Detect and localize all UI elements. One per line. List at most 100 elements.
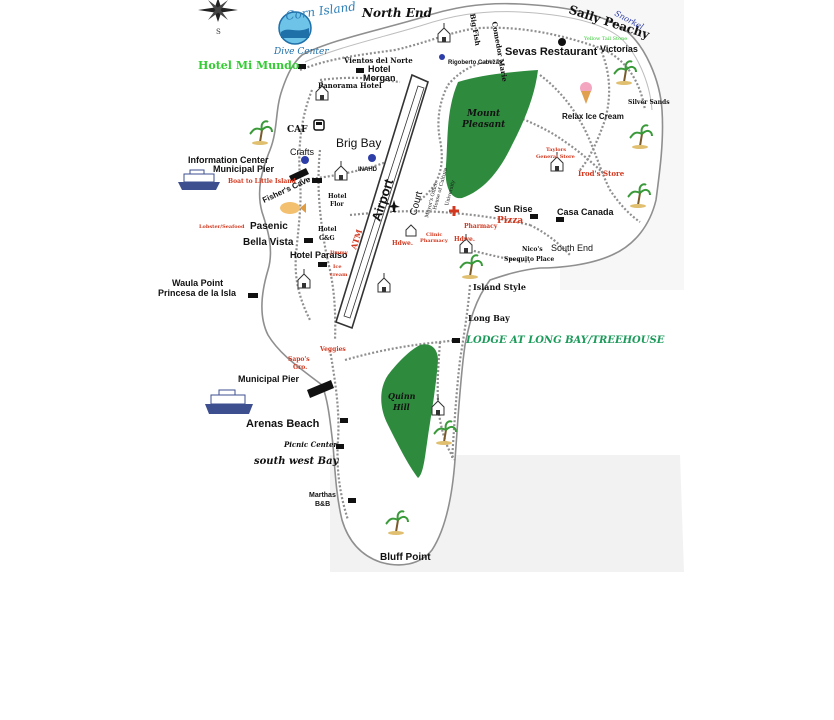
logo-line2: Dive Center [273,47,329,57]
blue-marker [439,54,445,60]
label-muni-pier-n: Municipal Pier [213,164,275,174]
building-marker-icon [298,64,306,69]
church-icon [459,234,473,254]
label-casa-canada: Casa Canada [557,207,615,217]
building-marker-icon [356,68,364,73]
label-hotel-flor-1: Hotel [328,193,347,200]
building-marker-icon [336,444,344,449]
church-icon [550,152,564,172]
label-long-bay: Long Bay [468,313,510,323]
airport-runway [335,73,429,330]
label-crafts: Crafts [290,147,315,157]
label-clinic-2: Pharmacy [420,238,449,244]
label-hotel-mi-mundo: Hotel Mi Mundo [198,59,299,72]
label-muni-pier-s: Municipal Pier [238,374,300,384]
label-bluff: Bluff Point [380,552,431,563]
label-hotel-gg-2: G&G [319,235,335,242]
blue-marker [301,156,309,164]
label-marthas-2: B&B [315,501,330,508]
label-nicos-1: Nico's [522,246,543,253]
building-marker-icon [304,238,313,243]
label-irods: Irod's Store [578,169,625,178]
quinn-hill-area [381,344,438,478]
label-south-end: South End [551,243,593,253]
label-lodge: LODGE AT LONG BAY/TREEHOUSE [465,335,665,346]
label-north-end: North End [361,6,433,20]
label-boat-little: Boat to Little Island [228,178,297,185]
building-marker-icon [558,38,566,46]
building-marker-icon [248,293,258,298]
label-sapos-1: Sapo's [288,356,310,363]
label-clinic-1: Clinic [426,232,442,238]
palm-tree-icon [627,183,651,208]
ship-icon [205,389,253,414]
label-caf: CAF [287,125,308,135]
label-taylors-1: Taylors [546,147,566,153]
label-marthas-1: Marthas [309,492,336,499]
label-sun-rise: Sun Rise [494,204,533,214]
palm-tree-icon [249,120,273,145]
church-icon [297,269,311,289]
label-hdwe-1: Hdwe. [392,240,413,247]
building-marker-icon [452,338,460,343]
church-icon [437,23,451,43]
label-sapos-2: Gro. [293,364,307,371]
label-hotel-morgan-1: Hotel [368,64,391,74]
palm-tree-icon [629,124,653,149]
palm-tree-icon [433,420,457,445]
label-brig-bay: Brig Bay [336,136,381,150]
label-bella-vista: Bella Vista [243,237,294,248]
label-sevas: Sevas Restaurant [505,46,598,58]
label-lobster: Lobster/Seafood [199,224,245,230]
label-yellow-tail: Yellow Tail Stone [583,36,627,42]
label-hotel-paraiso: Hotel Paraiso [290,250,348,260]
fish-icon [280,202,306,214]
label-vientos: Vientos del Norte [343,56,413,65]
label-island-style: Island Style [473,282,526,292]
blue-marker [368,154,376,162]
label-jimmy-2: Ice [333,264,342,270]
church-icon [334,161,348,181]
label-sw-bay: south west Bay [254,456,340,467]
building-marker-icon [312,178,322,183]
label-taylors-2: General Store [536,154,575,160]
label-victorias: Victorias [600,44,638,54]
label-nicos-2: Spequito Place [504,256,554,263]
palm-tree-icon [459,254,483,279]
church-icon [431,396,445,416]
label-hotel-gg-1: Hotel [318,226,337,233]
label-panorama: Panorama Hotel [318,81,382,90]
logo-line1: Corn Island [284,0,357,23]
airplane-icon [388,200,400,212]
label-hotel-morgan-2: Morgan [363,73,396,83]
building-marker-icon [340,418,348,423]
label-jimmy-1: Jimmy [329,250,349,256]
label-pharmacy: Pharmacy [464,223,498,230]
building-marker-icon [348,498,356,503]
label-princesa: Princesa de la Isla [158,288,237,298]
label-pasenic: Pasenic [250,221,288,232]
pier-north [289,168,309,182]
ice-cream-icon [580,82,592,104]
label-info-center: Information Center [188,155,269,165]
label-picnic: Picnic Center [283,440,338,449]
label-quinn-hill-1: Quinn [388,391,416,401]
red-cross-icon [449,206,459,216]
compass-south: S [216,28,221,36]
pier-south [307,380,334,398]
compass-icon [198,0,238,22]
label-mount-pleasant-1: Mount [466,109,501,119]
label-quinn-hill-2: Hill [392,402,410,412]
building-marker-icon [318,262,327,267]
label-pizza: Pizza [497,216,523,226]
label-mount-pleasant-2: Pleasant [461,120,506,130]
church-icon [315,81,329,101]
palm-tree-icon [385,510,409,535]
building-markers [248,38,566,503]
label-rigoberto: Rigoberto Cabezas [448,60,503,66]
label-inahd: INAHD [358,167,378,173]
label-relax-ice: Relax Ice Cream [562,112,624,121]
label-jimmy-3: cream [330,272,348,278]
palm-tree-icon [613,60,637,85]
mount-pleasant-area [445,70,538,199]
